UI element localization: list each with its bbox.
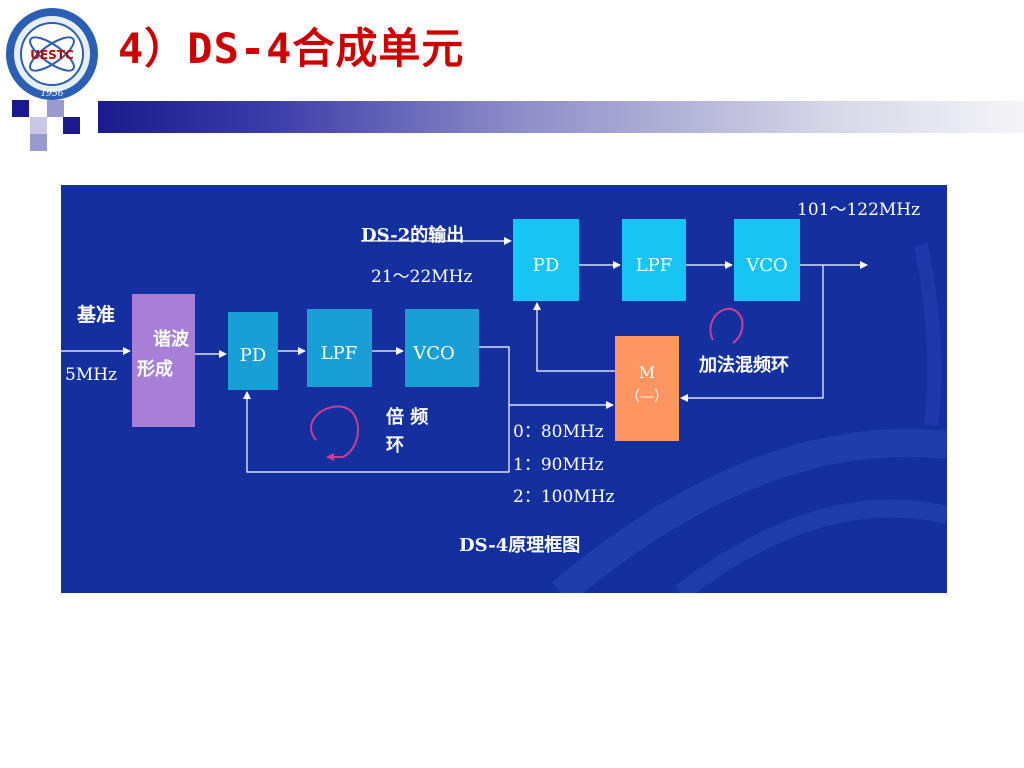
ds2-output-label: DS-2的输出 bbox=[361, 224, 464, 246]
output-freq-label: 101～122MHz bbox=[797, 200, 920, 220]
vco2-to-mixer-arrow bbox=[680, 265, 824, 402]
option-2-label: 2：100MHz bbox=[513, 487, 614, 507]
decor-square bbox=[47, 100, 64, 117]
decor-square bbox=[63, 117, 80, 134]
slide-title: 4）DS-4合成单元 bbox=[118, 24, 465, 73]
vco1-feedback-loop bbox=[243, 346, 510, 473]
option-1-label: 1：90MHz bbox=[513, 455, 604, 475]
ref-name-label: 基准 bbox=[76, 303, 115, 326]
harmonic-label-2: 形成 bbox=[137, 358, 173, 380]
ref-freq-label: 5MHz bbox=[65, 365, 117, 385]
diagram-caption: DS-4原理框图 bbox=[459, 535, 580, 556]
mult-loop-mark bbox=[310, 405, 359, 461]
mixer-label-1: M bbox=[639, 363, 655, 382]
university-logo: UESTC 1956 bbox=[6, 8, 98, 100]
mixer-label-2: （—） bbox=[626, 389, 668, 405]
pd1-block bbox=[228, 312, 278, 390]
decor-square bbox=[30, 117, 47, 134]
mult-loop-label-1: 倍 频 bbox=[386, 406, 428, 428]
vco2-block bbox=[734, 219, 800, 301]
logo-text: UESTC bbox=[30, 48, 74, 62]
block-diagram: 谐波 形成 PD LPF VCO PD LPF VCO M （—） 基准 5MH… bbox=[61, 185, 947, 593]
mix-loop-mark bbox=[709, 307, 744, 344]
pd2-block bbox=[513, 219, 579, 301]
logo-year: 1956 bbox=[41, 89, 64, 99]
harmonic-label-1: 谐波 bbox=[153, 328, 190, 350]
lpf1-block bbox=[307, 309, 372, 387]
decor-square bbox=[30, 134, 47, 151]
lpf2-label: LPF bbox=[636, 255, 673, 276]
option-0-label: 0：80MHz bbox=[513, 422, 604, 442]
lpf2-block bbox=[622, 219, 686, 301]
ds2-freq-label: 21～22MHz bbox=[371, 267, 472, 287]
mix-loop-label: 加法混频环 bbox=[698, 354, 789, 376]
mixer-to-pd2-arrow bbox=[533, 302, 615, 372]
lpf1-label: LPF bbox=[321, 343, 358, 364]
harmonic-block bbox=[132, 294, 195, 427]
vco1-label: VCO bbox=[412, 343, 455, 364]
decor-square bbox=[12, 100, 29, 117]
mixer-block bbox=[615, 336, 679, 441]
pd2-label: PD bbox=[533, 255, 560, 276]
pd1-label: PD bbox=[240, 345, 267, 366]
mult-loop-label-2: 环 bbox=[386, 435, 404, 456]
header-bar bbox=[98, 101, 1024, 133]
vco1-block bbox=[405, 309, 479, 387]
vco2-label: VCO bbox=[745, 255, 788, 276]
